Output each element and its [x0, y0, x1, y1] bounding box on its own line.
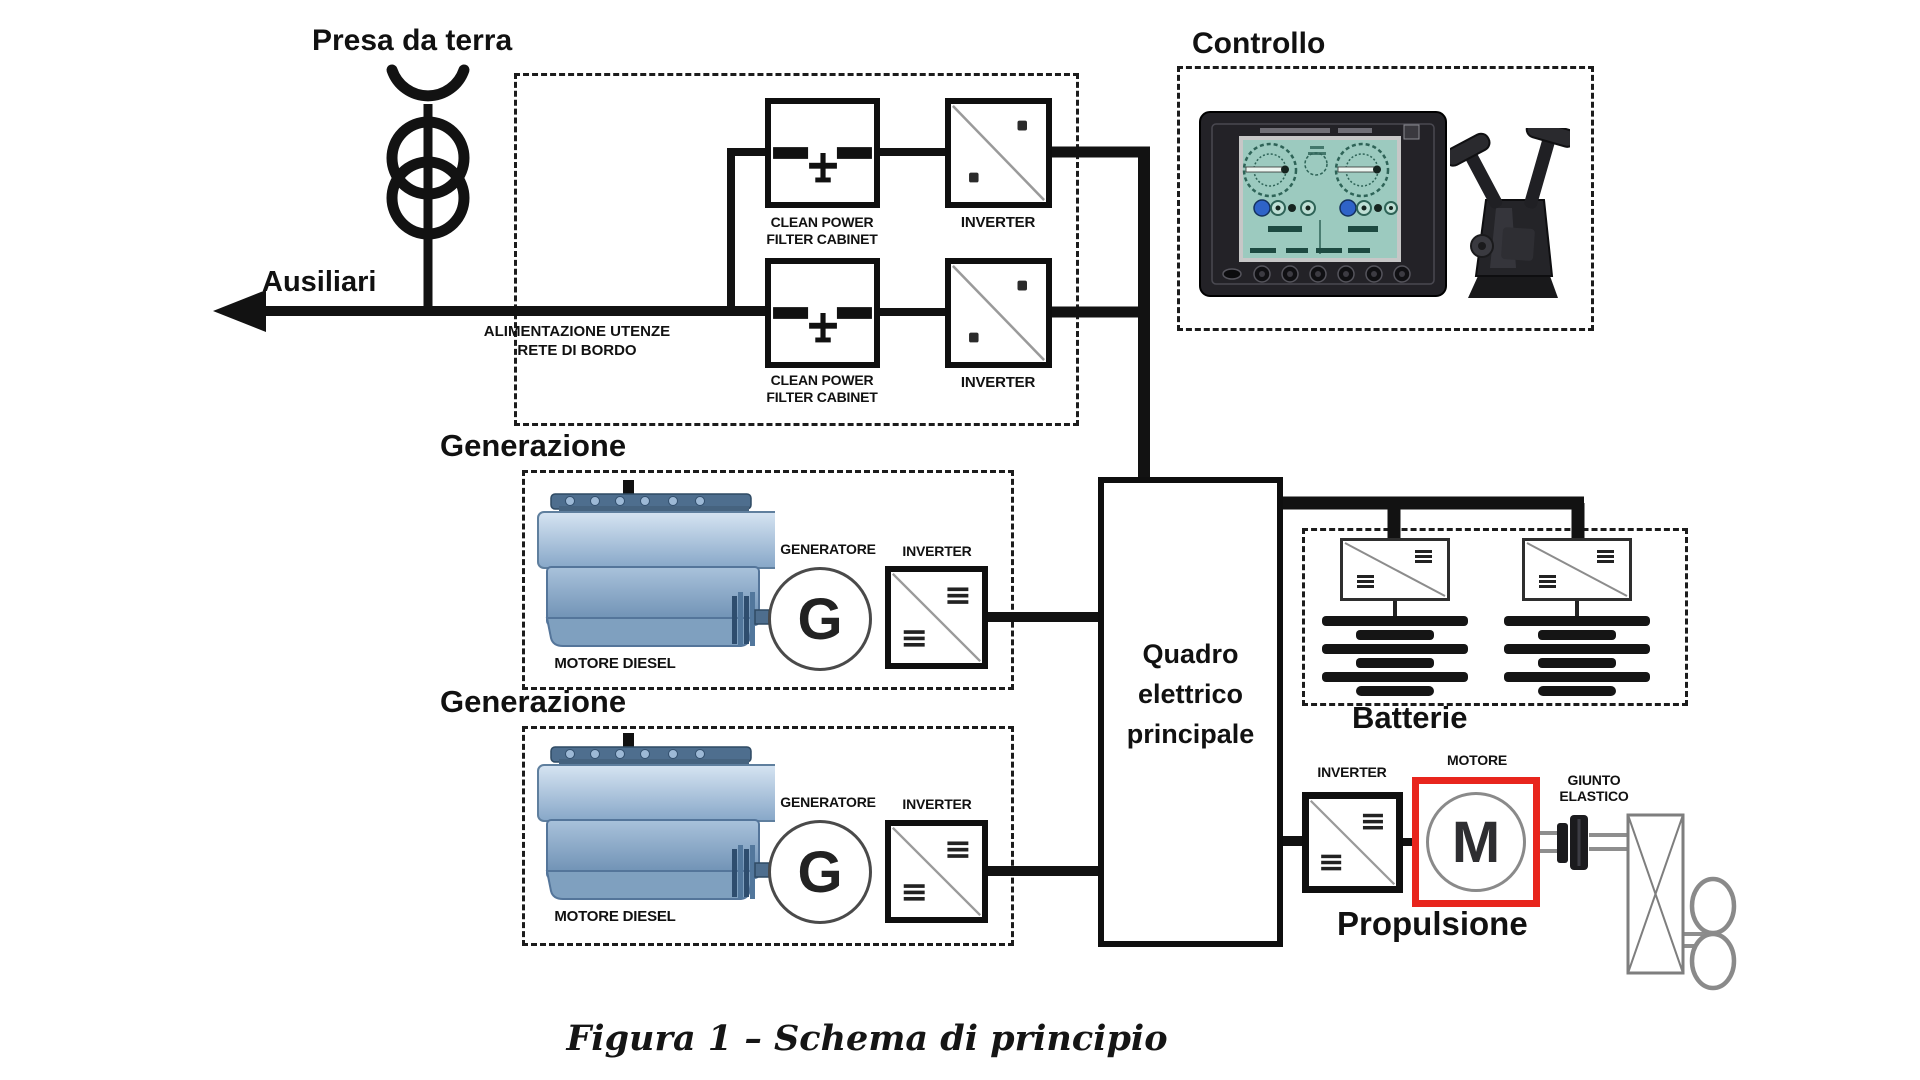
throttle-lever-icon [1443, 119, 1577, 308]
shore-transformer-icon [386, 116, 470, 240]
aux-inverter-1-box [945, 98, 1052, 208]
control-title: Controllo [1192, 27, 1326, 60]
onboard-network-label: ALIMENTAZIONE UTENZE RETE DI BORDO [477, 322, 677, 360]
generator-letter: G [797, 586, 843, 652]
generator-1-circle: G [768, 567, 872, 671]
engine-2-label: MOTORE DIESEL [554, 908, 676, 925]
filter-label-line1: CLEAN POWER [770, 214, 874, 230]
onboard-network-group-frame [514, 73, 1079, 426]
motor-letter: M [1451, 809, 1501, 875]
gearbox-icon [1626, 813, 1685, 975]
inverter-symbol-icon [1309, 799, 1396, 886]
filter-cabinet-1-label: CLEAN POWER FILTER CABINET [752, 214, 892, 248]
figure-caption: Figura 1 – Schema di principio [566, 1018, 1168, 1059]
coupling-label-line1: GIUNTO [1567, 772, 1621, 788]
battery-icon [1504, 616, 1650, 696]
onboard-network-label-line1: ALIMENTAZIONE UTENZE [483, 323, 671, 340]
prop-inverter-box [1302, 792, 1403, 893]
gen-inverter-2-box [885, 820, 988, 923]
prop-motor-circle: M [1426, 792, 1526, 892]
control-display-panel [1198, 108, 1448, 298]
gen-inverter-2-label: INVERTER [902, 796, 972, 812]
converter-symbol-icon [1526, 542, 1628, 597]
aux-inverter-1-label: INVERTER [960, 214, 1036, 231]
filter-icon [773, 147, 872, 183]
generation2-title: Generazione [440, 684, 627, 719]
shore-plug-icon [386, 64, 470, 308]
generation1-group-frame [522, 470, 1014, 690]
aux-inverter-2-label: INVERTER [960, 374, 1036, 391]
filter-cabinet-1-box [765, 98, 880, 208]
onboard-network-label-line2: RETE DI BORDO [517, 342, 637, 359]
battery-icon [1322, 616, 1468, 696]
control-panel-icon [1199, 111, 1447, 297]
converter-symbol-icon [1344, 542, 1446, 597]
switchboard-label-line3: principale [1126, 719, 1255, 749]
aux-label: Ausiliari [262, 266, 377, 298]
prop-motor-box: M [1412, 777, 1540, 907]
generator-2-label: GENERATORE [780, 794, 876, 810]
propeller-icon [1689, 876, 1737, 991]
gen-inverter-1-box [885, 566, 988, 669]
generation2-group-frame [522, 726, 1014, 946]
aux-arrow-icon [213, 290, 765, 332]
filter-cabinet-2-box [765, 258, 880, 368]
batteries-title: Batterie [1352, 700, 1468, 735]
main-switchboard-box: Quadro elettrico principale [1098, 477, 1283, 947]
propulsion-title: Propulsione [1337, 905, 1528, 942]
inverter-symbol-icon [952, 105, 1045, 201]
filter-icon [773, 307, 872, 343]
elastic-coupling-label: GIUNTO ELASTICO [1544, 772, 1644, 804]
drive-shaft-lines [1540, 831, 1706, 948]
prop-inverter-label: INVERTER [1317, 764, 1387, 780]
generator-2-circle: G [768, 820, 872, 924]
gen-inverter-1-label: INVERTER [902, 543, 972, 559]
diesel-engine-2-icon [525, 731, 787, 911]
generator-letter: G [797, 839, 843, 905]
coupling-label-line2: ELASTICO [1559, 788, 1629, 804]
battery-converter-2-box [1522, 538, 1632, 601]
battery-converter-1-box [1340, 538, 1450, 601]
inverter-symbol-icon [952, 265, 1045, 361]
aux-inverter-2-box [945, 258, 1052, 368]
filter-label-line2: FILTER CABINET [766, 231, 878, 247]
main-switchboard-label: Quadro elettrico principale [1127, 634, 1255, 754]
batteries-group-frame [1302, 528, 1688, 706]
prop-motor-label: MOTORE [1447, 752, 1507, 768]
generator-1-label: GENERATORE [780, 541, 876, 557]
elastic-coupling-icon [1557, 815, 1588, 870]
filter-label-line1: CLEAN POWER [770, 372, 874, 388]
engine-1-label: MOTORE DIESEL [554, 655, 676, 672]
diesel-engine-1-icon [525, 478, 787, 658]
control-group-frame [1177, 66, 1594, 331]
shore-connection-title: Presa da terra [312, 24, 513, 57]
switchboard-label-line1: Quadro [1142, 639, 1239, 669]
filter-cabinet-2-label: CLEAN POWER FILTER CABINET [752, 372, 892, 406]
filter-label-line2: FILTER CABINET [766, 389, 878, 405]
inverter-symbol-icon [891, 572, 982, 663]
inverter-symbol-icon [891, 826, 982, 917]
switchboard-label-line2: elettrico [1137, 679, 1244, 709]
generation1-title: Generazione [440, 428, 627, 463]
